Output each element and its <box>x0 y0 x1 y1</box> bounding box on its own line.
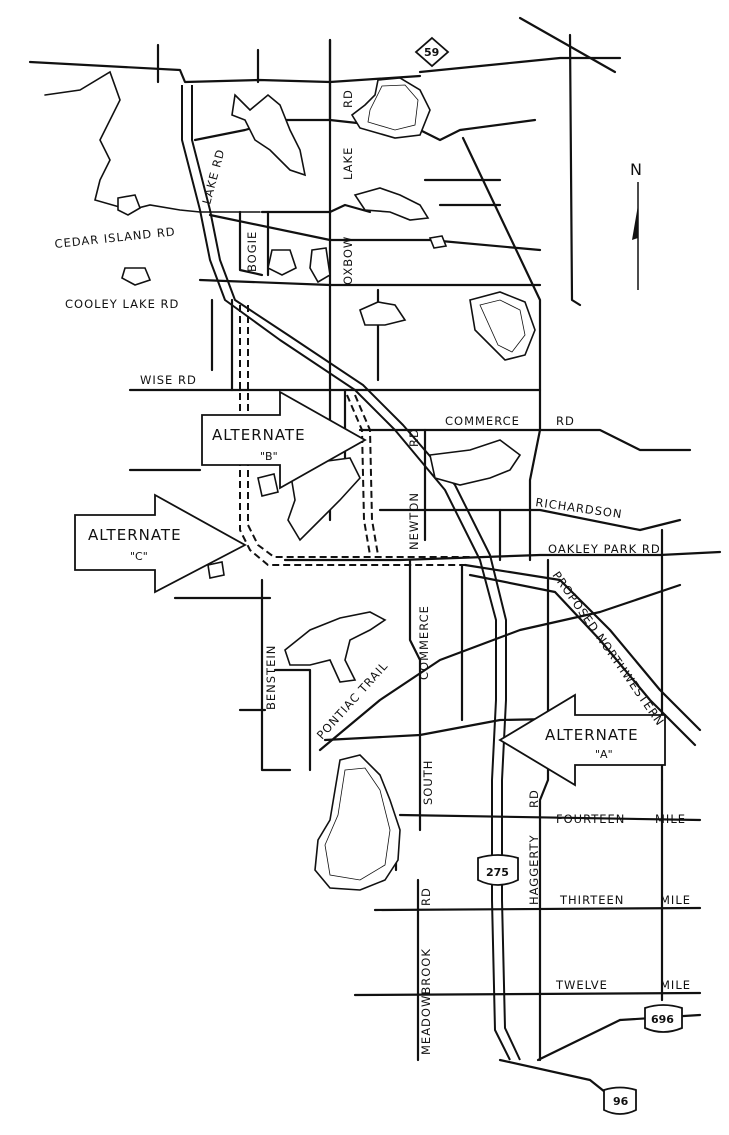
shield-m59: 59 <box>414 36 450 68</box>
label-commerce-rd-suffix: RD <box>556 414 575 428</box>
label-twelve: TWELVE <box>555 978 608 992</box>
label-commerce-rd: COMMERCE <box>445 414 520 428</box>
svg-text:696: 696 <box>651 1013 674 1026</box>
label-oxbow: OXBOW <box>341 236 355 285</box>
label-lake-rd: LAKE RD <box>199 147 227 206</box>
label-bogie: BOGIE <box>245 231 259 272</box>
label-meadowbrook: MEADOWBROOK <box>419 948 433 1055</box>
alternate-b-arrow: ALTERNATE "B" <box>201 390 367 490</box>
label-newton-rd: RD <box>407 428 421 447</box>
north-label: N <box>630 160 643 179</box>
svg-text:59: 59 <box>424 46 439 59</box>
svg-text:"A": "A" <box>595 748 613 761</box>
road-labels: CEDAR ISLAND RD COOLEY LAKE RD WISE RD L… <box>54 89 691 1055</box>
label-thirteen: THIRTEEN <box>559 893 624 907</box>
svg-text:ALTERNATE: ALTERNATE <box>545 726 639 744</box>
label-haggerty-rd: RD <box>527 789 541 808</box>
shield-i96: 96 <box>603 1086 637 1115</box>
alternate-c-arrow: ALTERNATE "C" <box>74 493 247 594</box>
label-commerce-vertical: COMMERCE <box>417 605 431 680</box>
svg-text:ALTERNATE: ALTERNATE <box>212 426 306 444</box>
label-twelve-mile: MILE <box>660 978 691 992</box>
label-benstein: BENSTEIN <box>264 645 278 710</box>
alternate-routes-dashed <box>239 305 470 566</box>
label-oxbow-rd: RD <box>341 89 355 108</box>
svg-text:"B": "B" <box>260 450 278 463</box>
label-wise-rd: WISE RD <box>140 373 197 387</box>
shield-i275: 275 <box>477 854 519 886</box>
label-thirteen-mile: MILE <box>660 893 691 907</box>
label-cedar-island-rd: CEDAR ISLAND RD <box>54 224 176 251</box>
label-south: SOUTH <box>421 760 435 805</box>
alternate-a-arrow: ALTERNATE "A" <box>498 693 666 787</box>
label-newton: NEWTON <box>407 492 421 550</box>
label-fourteen: FOURTEEN <box>556 812 625 826</box>
road-network <box>28 16 722 1102</box>
svg-text:"C": "C" <box>130 550 148 563</box>
lakes <box>117 77 536 891</box>
label-oakley-park-rd: OAKLEY PARK RD <box>548 542 661 556</box>
svg-text:96: 96 <box>613 1095 629 1108</box>
svg-text:ALTERNATE: ALTERNATE <box>88 526 182 544</box>
label-oxbow-lake: LAKE <box>341 147 355 180</box>
svg-text:275: 275 <box>486 866 509 879</box>
label-cooley-lake-rd: COOLEY LAKE RD <box>65 297 179 311</box>
freeway-i275 <box>181 85 521 1061</box>
shield-i696: 696 <box>644 1004 683 1033</box>
label-meadowbrook-rd: RD <box>419 887 433 906</box>
label-fourteen-mile: MILE <box>655 812 686 826</box>
north-arrow: N <box>630 160 643 290</box>
label-haggerty: HAGGERTY <box>527 834 541 905</box>
